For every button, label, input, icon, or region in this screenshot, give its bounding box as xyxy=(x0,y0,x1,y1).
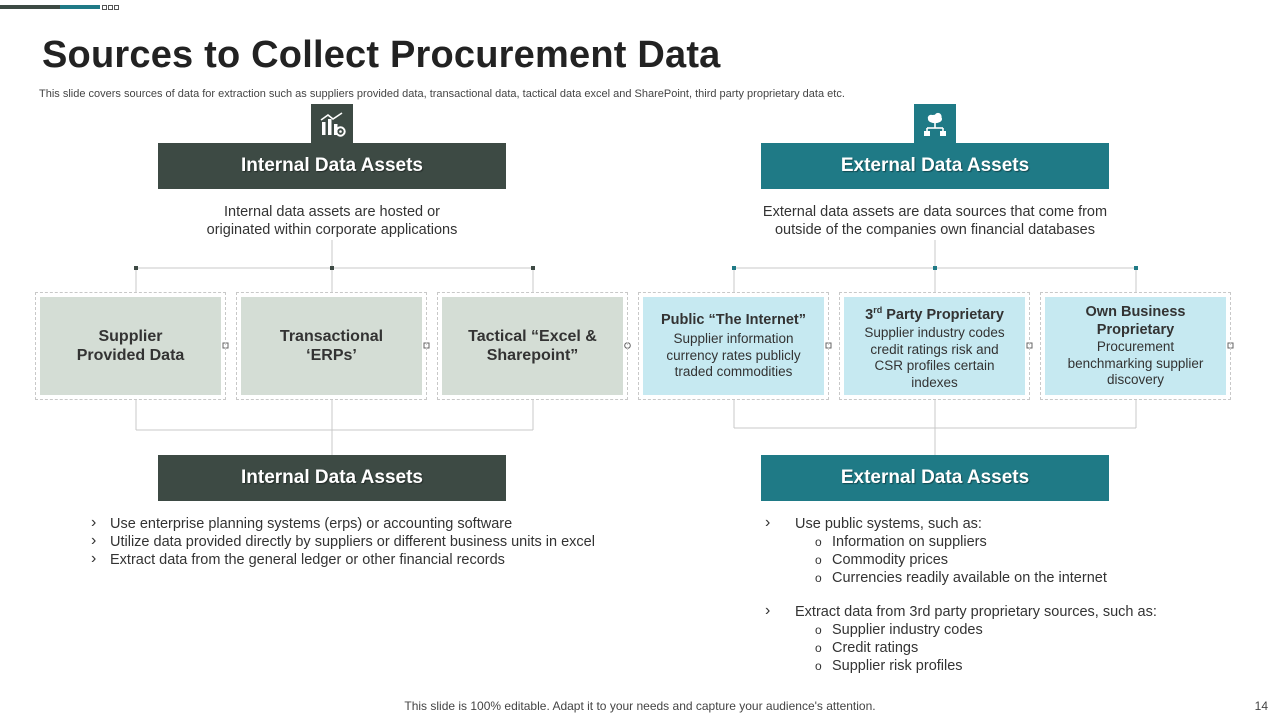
list-item: Extract data from 3rd party proprietary … xyxy=(765,602,1245,675)
external-bullet-list: Use public systems, such as: Information… xyxy=(765,514,1245,675)
sub-list-item: Supplier risk profiles xyxy=(795,657,1245,675)
sub-list-item: Information on suppliers xyxy=(795,533,1245,551)
external-description: External data assets are data sources th… xyxy=(735,203,1135,239)
list-item: Use enterprise planning systems (erps) o… xyxy=(91,514,595,533)
card-title: Tactical “Excel & Sharepoint” xyxy=(468,328,597,364)
card-title: Own Business Proprietary xyxy=(1085,304,1186,339)
internal-description-line: originated within corporate applications xyxy=(206,222,458,238)
external-description-line: outside of the companies own financial d… xyxy=(774,222,1095,238)
top-accent-teal xyxy=(60,5,100,9)
sub-list-item: Supplier industry codes xyxy=(795,621,1245,639)
top-accent-bar xyxy=(0,5,100,9)
list-item-text: Extract data from 3rd party proprietary … xyxy=(795,604,1157,620)
page-number: 14 xyxy=(1254,699,1268,713)
sub-list-item: Credit ratings xyxy=(795,639,1245,657)
card-public-internet: Public “The Internet” Supplier informati… xyxy=(638,292,829,400)
external-bottom-header: External Data Assets xyxy=(761,455,1109,501)
card-title: Transactional ‘ERPs’ xyxy=(279,328,384,364)
card-supplier-provided-data: Supplier Provided Data xyxy=(35,292,226,400)
slide-footer: This slide is 100% editable. Adapt it to… xyxy=(404,699,876,713)
slide-title: Sources to Collect Procurement Data xyxy=(42,34,721,76)
list-item-text: Use public systems, such as: xyxy=(795,516,982,532)
list-item: Use public systems, such as: Information… xyxy=(765,514,1245,587)
card-text: Supplier information currency rates publ… xyxy=(666,331,801,380)
external-description-line: External data assets are data sources th… xyxy=(762,204,1108,220)
card-title: Public “The Internet” xyxy=(660,312,806,329)
internal-description: Internal data assets are hosted or origi… xyxy=(132,203,532,239)
cloud-network-icon xyxy=(914,104,956,146)
internal-bottom-header: Internal Data Assets xyxy=(158,455,506,501)
slide-subtitle: This slide covers sources of data for ex… xyxy=(39,88,845,100)
internal-description-line: Internal data assets are hosted or xyxy=(223,204,441,220)
sub-list: Supplier industry codes Credit ratings S… xyxy=(795,621,1245,675)
internal-header: Internal Data Assets xyxy=(158,143,506,189)
sub-list-item: Commodity prices xyxy=(795,551,1245,569)
bar-chart-gear-icon xyxy=(311,104,353,146)
sub-list-item: Currencies readily available on the inte… xyxy=(795,569,1245,587)
list-item: Extract data from the general ledger or … xyxy=(91,550,595,569)
card-title: Supplier Provided Data xyxy=(76,328,185,364)
internal-bullet-list: Use enterprise planning systems (erps) o… xyxy=(91,514,595,569)
card-own-business-proprietary: Own Business Proprietary Procurement ben… xyxy=(1040,292,1231,400)
card-text: Procurement benchmarking supplier discov… xyxy=(1067,339,1204,388)
card-text: Supplier industry codes credit ratings r… xyxy=(864,325,1005,390)
external-header: External Data Assets xyxy=(761,143,1109,189)
card-third-party-proprietary: 3rd Party Proprietary Supplier industry … xyxy=(839,292,1030,400)
top-accent-dark xyxy=(0,5,60,9)
top-accent-squares xyxy=(102,5,119,10)
list-item: Utilize data provided directly by suppli… xyxy=(91,532,595,551)
sub-list: Information on suppliers Commodity price… xyxy=(795,533,1245,587)
card-transactional-erps: Transactional ‘ERPs’ xyxy=(236,292,427,400)
card-title: 3rd Party Proprietary xyxy=(865,304,1004,323)
card-tactical-excel-sharepoint: Tactical “Excel & Sharepoint” xyxy=(437,292,628,400)
